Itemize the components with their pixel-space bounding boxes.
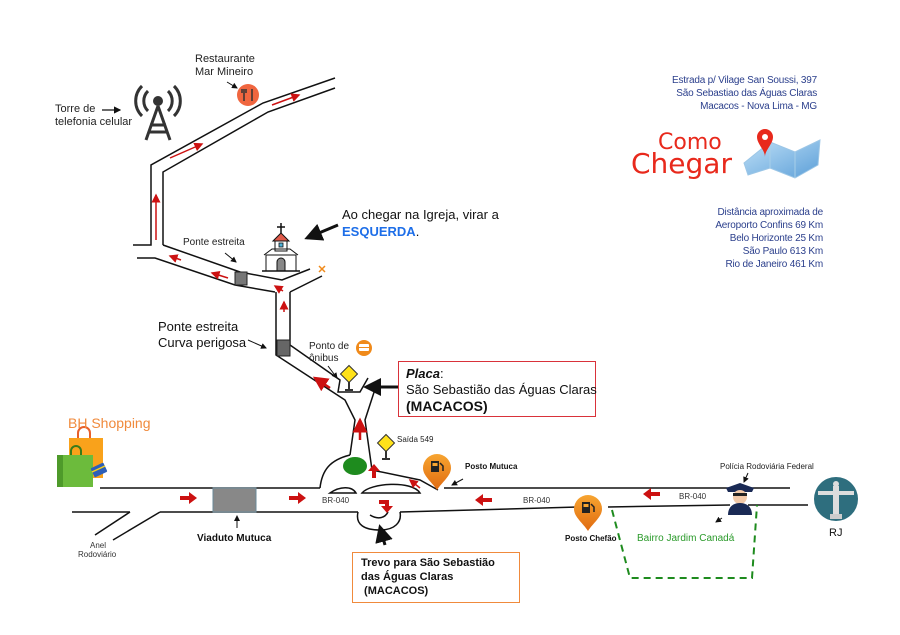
saida-549-label: Saída 549 (397, 435, 434, 444)
arrow-left-1 (168, 254, 182, 263)
road-upper-right-edge (162, 87, 336, 245)
green-roundabout-island (343, 457, 367, 475)
road-roundabout-island (327, 487, 358, 494)
trevo-loop (356, 511, 402, 531)
restaurant-label-2: Mar Mineiro (195, 66, 254, 78)
christ-redeemer-icon (814, 477, 858, 521)
road-roundabout-left (319, 454, 351, 489)
x-mark-icon (318, 265, 326, 273)
br040-label-3: BR-040 (679, 492, 707, 501)
church-icon (262, 223, 300, 272)
tower-label-2: telefonia celular (55, 116, 133, 128)
church-note-line1: Ao chegar na Igreja, virar a (342, 207, 499, 222)
church-note-line2: ESQUERDA. (342, 224, 419, 240)
viaduto-mutuca-block (212, 487, 257, 513)
address-line1: Estrada p/ Vilage San Soussi, 397 (672, 75, 817, 86)
viaduto-mutuca-label: Viaduto Mutuca (197, 533, 272, 544)
trevo-line1: Trevo para São Sebastião (361, 557, 495, 569)
arrow-left-2 (210, 270, 229, 280)
br040-label-2: BR-040 (523, 496, 551, 505)
posto-mutuca-label: Posto Mutuca (465, 462, 518, 471)
bh-shopping-label: BH Shopping (68, 415, 151, 431)
distance-item: Belo Horizonte 25 Km (729, 233, 823, 244)
restaurant-icon (237, 84, 259, 106)
ponte-curva-label-2: Curva perigosa (158, 335, 247, 350)
road-church-left-bottom (137, 257, 276, 293)
posto-chefao-pin-icon (574, 495, 602, 531)
anel-ramp-2 (112, 511, 161, 541)
br040-bottom-edge-far (607, 504, 731, 508)
br040-bottom-edge-right (399, 506, 579, 513)
logo-como: Como (658, 130, 722, 155)
road-church-right (289, 275, 323, 293)
policia-label: Polícia Rodoviária Federal (720, 462, 814, 471)
bus-stop-icon (356, 340, 372, 356)
arrow-to-restaurant (271, 93, 301, 106)
arrow-right-2 (289, 492, 306, 504)
ponte-estreita-block (234, 271, 248, 286)
ponte-curva-label-1: Ponte estreita (158, 319, 239, 334)
block-arrows (180, 464, 660, 513)
posto-mutuca-pin-icon (423, 454, 451, 490)
arrow-junction (273, 285, 284, 294)
arrow-right-1 (180, 492, 197, 504)
direction-arrows (151, 93, 421, 489)
arrow-diag-down (312, 376, 331, 392)
posto-chefao-label: Posto Chefão (565, 534, 617, 543)
map-logo-icon (743, 129, 821, 179)
bus-stop-label-1: Ponto de (309, 341, 350, 352)
ponte-curva-block (276, 339, 291, 357)
arrow-up-green (368, 464, 380, 478)
arrow-from-mutuca (408, 479, 421, 489)
placa-title-text: Placa (406, 366, 440, 381)
arrow-left-mid (475, 494, 492, 506)
trevo-callout: Trevo para São Sebastião das Águas Clara… (352, 552, 520, 603)
distance-item: São Paulo 613 Km (742, 246, 823, 257)
pointer-arrows (102, 81, 749, 546)
road-vertical-right (289, 292, 369, 393)
ponte-estreita-label: Ponte estreita (183, 237, 245, 248)
placa-line2: São Sebastião das Águas Claras (406, 382, 597, 397)
trevo-line3: (MACACOS) (361, 585, 429, 597)
address-line3: Macacos - Nova Lima - MG (700, 101, 817, 112)
distance-item: Rio de Janeiro 461 Km (725, 259, 823, 270)
distance-item: Aeroporto Confins 69 Km (715, 220, 823, 231)
bairro-label: Bairro Jardim Canadá (637, 533, 735, 544)
distance-heading: Distância aproximada de (717, 207, 824, 218)
placa-line3: (MACACOS) (406, 398, 488, 414)
saida-549-sign-icon (376, 433, 396, 460)
rj-label: RJ (829, 527, 843, 539)
road-roundabout-island2 (360, 483, 422, 494)
trevo-line2: das Águas Claras (361, 571, 454, 583)
br040-label-1: BR-040 (322, 496, 350, 505)
placa-callout: Placa: São Sebastião das Águas Claras (M… (398, 361, 597, 417)
placa-colon: : (439, 366, 444, 381)
church-note-end: . (415, 224, 420, 239)
placa-title: Placa: (406, 366, 444, 382)
restaurant-label-1: Restaurante (195, 53, 255, 65)
shopping-bags-icon (57, 426, 108, 487)
placa-sign-icon (339, 364, 359, 391)
address-line2: São Sebastiao das Águas Claras (676, 88, 817, 99)
anel-ramp-1 (94, 511, 131, 536)
anel-label-2: Rodoviário (78, 550, 117, 559)
trevo-inner (369, 511, 389, 519)
anel-label-1: Anel (90, 541, 107, 550)
logo-chegar: Chegar (631, 147, 732, 180)
bairro-jardim-canada-route (611, 504, 758, 579)
arrow-upper-diag (169, 142, 204, 159)
arrow-turn-down (379, 500, 393, 513)
road-church-left-top (162, 244, 311, 281)
cell-tower-icon (134, 84, 182, 141)
police-officer-icon (726, 483, 754, 515)
bus-stop-label-2: ônibus (309, 353, 339, 364)
arrow-left-right (643, 488, 660, 500)
esquerda-highlight: ESQUERDA (342, 224, 416, 239)
tower-label-1: Torre de (55, 103, 96, 115)
road-upper-left-edge (133, 77, 336, 246)
